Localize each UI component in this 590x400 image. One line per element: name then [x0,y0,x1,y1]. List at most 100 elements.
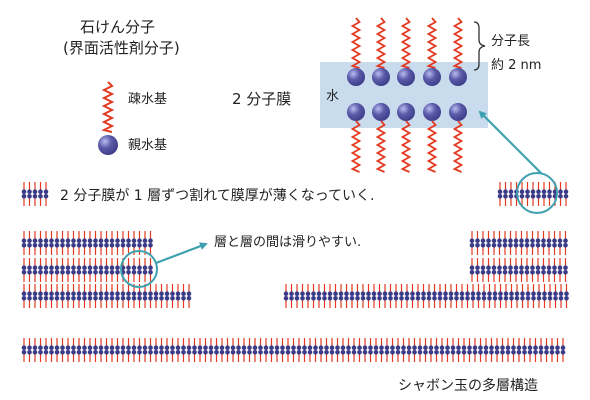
segment-head [525,189,530,194]
segment-head [480,243,486,248]
segment-head [366,291,371,297]
segment-head [225,345,230,351]
segment-head [475,270,480,275]
segment-head [487,296,492,301]
segment-head [65,270,71,275]
segment-head [21,350,27,355]
segment-head [43,194,49,199]
segment-head [494,350,500,355]
segment-head [349,296,355,301]
segment-head [465,296,470,301]
segment-head [318,350,324,355]
segment-head [379,345,384,351]
segment-head [558,291,564,297]
segment-head [104,265,109,271]
segment-head [469,238,475,243]
segment-head [137,238,142,243]
segment-head [170,350,175,355]
segment-head [27,350,32,355]
segment-head [508,194,514,199]
segment-head [443,296,448,301]
segment-head [527,350,533,355]
segment-head [93,243,98,248]
segment-head [519,243,524,248]
segment-head [294,296,300,301]
segment-head [289,296,294,301]
segment-head [159,345,164,351]
segment-head [98,238,104,243]
segment-head [164,350,170,355]
segment-head [497,189,503,194]
segment-head [305,291,311,297]
segment-head [371,296,377,301]
segment-head [142,265,148,271]
segment-head [285,350,291,355]
segment-head [159,350,164,355]
segment-head [563,194,569,199]
segment-head [137,345,142,351]
segment-head [49,350,54,355]
zoom-circle-left [120,250,158,288]
segment-head [498,291,503,297]
segment-head [93,350,98,355]
segment-head [21,189,27,194]
segment-head [497,265,502,271]
segment-head [32,270,38,275]
segment-head [302,350,307,355]
segment-head [76,350,82,355]
segment-head [126,243,131,248]
segment-head [170,296,175,301]
segment-head [552,265,557,271]
segment-head [399,291,404,297]
segment-head [164,291,170,297]
segment-head [322,291,327,297]
segment-head [137,291,142,297]
bilayer-segment [469,258,568,282]
segment-head [186,350,192,355]
segment-head [137,296,142,301]
segment-head [401,350,406,355]
segment-head [181,291,186,297]
segment-head [27,296,32,301]
segment-head [159,291,164,297]
segment-head [225,350,230,355]
segment-head [538,345,544,351]
segment-head [27,194,32,199]
segment-head [65,243,71,248]
segment-head [197,345,203,351]
segment-head [54,296,60,301]
segment-head [344,296,349,301]
segment-head [516,345,522,351]
segment-head [519,189,525,194]
segment-head [329,350,335,355]
segment-head [192,345,197,351]
segment-head [49,270,54,275]
segment-head [283,291,289,297]
segment-head [21,238,27,243]
segment-head [516,350,522,355]
segment-head [87,291,93,297]
segment-head [456,345,461,351]
bilayer-head-top [347,68,365,86]
segment-head [49,296,54,301]
segment-head [324,345,329,351]
segment-head [533,350,538,355]
segment-head [302,345,307,351]
segment-head [406,350,412,355]
segment-head [469,265,475,271]
segment-head [87,345,93,351]
segment-head [170,345,175,351]
segment-head [131,291,137,297]
segment-head [38,291,43,297]
segment-head [486,238,491,243]
segment-head [21,345,27,351]
segment-head [142,296,148,301]
segment-head [208,350,214,355]
segment-head [536,194,541,199]
segment-head [541,238,546,243]
segment-head [399,296,404,301]
segment-head [448,291,454,297]
segment-head [475,243,480,248]
segment-head [148,238,153,243]
segment-head [87,265,93,271]
